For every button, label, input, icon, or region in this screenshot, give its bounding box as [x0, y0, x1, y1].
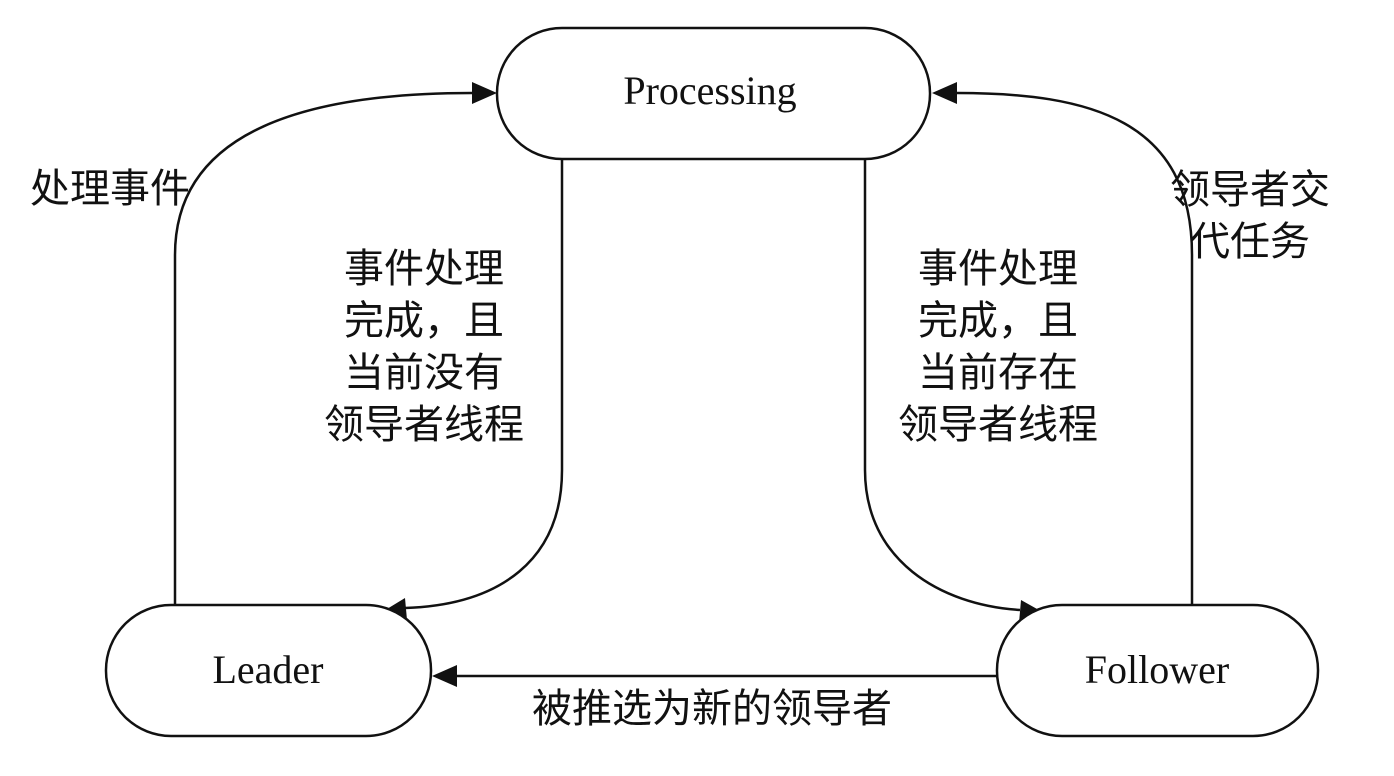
edge-label-line: 被推选为新的领导者	[532, 686, 892, 732]
arrowhead-into-processing-right	[932, 82, 957, 104]
edge-label-line: 领导者交	[1170, 167, 1330, 213]
label-leader-to-processing: 处理事件	[30, 166, 190, 212]
edge-leader-to-processing	[173, 91, 473, 605]
node-follower-label: Follower	[1085, 647, 1229, 692]
edge-label-line: 完成，且	[344, 298, 504, 344]
label-processing-to-follower: 事件处理完成，且当前存在领导者线程	[898, 246, 1098, 448]
label-follower-to-processing: 领导者交代任务	[1170, 167, 1330, 265]
arrowhead-into-leader-bottom	[432, 665, 457, 687]
edge-label-line: 事件处理	[344, 246, 504, 292]
label-processing-to-leader: 事件处理完成，且当前没有领导者线程	[324, 246, 524, 448]
arrowhead-into-processing-left	[472, 82, 497, 104]
edge-processing-to-leader	[404, 158, 564, 610]
edge-label-line: 当前存在	[918, 350, 1078, 396]
edge-label-line: 领导者线程	[324, 402, 524, 448]
label-follower-to-leader: 被推选为新的领导者	[532, 686, 892, 732]
edge-label-line: 领导者线程	[898, 402, 1098, 448]
node-follower: Follower	[995, 603, 1320, 738]
edge-label-line: 事件处理	[918, 246, 1078, 292]
edge-label-line: 代任务	[1190, 219, 1310, 265]
node-leader: Leader	[104, 603, 433, 738]
edge-processing-to-follower	[863, 158, 1021, 612]
edge-label-line: 处理事件	[30, 166, 190, 212]
edge-label-line: 完成，且	[918, 298, 1078, 344]
node-leader-label: Leader	[212, 647, 323, 692]
edge-follower-to-processing	[956, 91, 1194, 605]
edge-label-line: 当前没有	[344, 350, 504, 396]
node-processing: Processing	[495, 26, 932, 161]
node-processing-label: Processing	[623, 68, 796, 113]
